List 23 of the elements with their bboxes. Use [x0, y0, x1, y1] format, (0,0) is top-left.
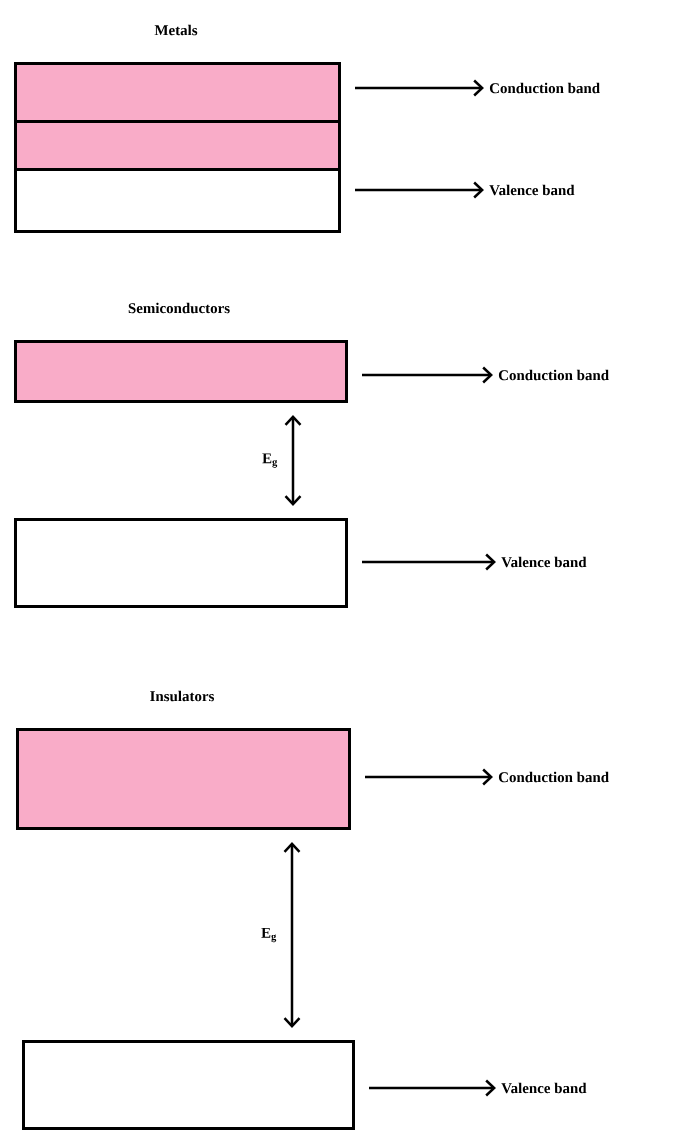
arrow: [369, 1079, 496, 1097]
edge-label: E$_{g}$: [260, 926, 278, 944]
band-box: [22, 1040, 355, 1130]
arrow: [355, 79, 484, 97]
band-label: Conduction band: [498, 369, 609, 381]
band-label: Valence band: [501, 1082, 587, 1094]
double-arrow: [284, 415, 302, 506]
heading: Semiconductors: [128, 302, 230, 314]
band-box: [14, 168, 341, 233]
band-box: [14, 120, 341, 171]
heading: Metals: [154, 24, 198, 36]
band-label: Valence band: [501, 556, 587, 568]
arrow: [362, 553, 496, 571]
band-label: Conduction band: [489, 82, 600, 94]
arrow: [362, 366, 493, 384]
band-box: [14, 518, 348, 608]
arrow: [355, 181, 484, 199]
band-label: Valence band: [489, 184, 575, 196]
arrow: [365, 768, 493, 786]
band-label: Conduction band: [498, 771, 609, 783]
double-arrow: [283, 842, 301, 1028]
edge-label: E$_{g}$: [261, 452, 279, 469]
heading: Insulators: [150, 690, 214, 702]
